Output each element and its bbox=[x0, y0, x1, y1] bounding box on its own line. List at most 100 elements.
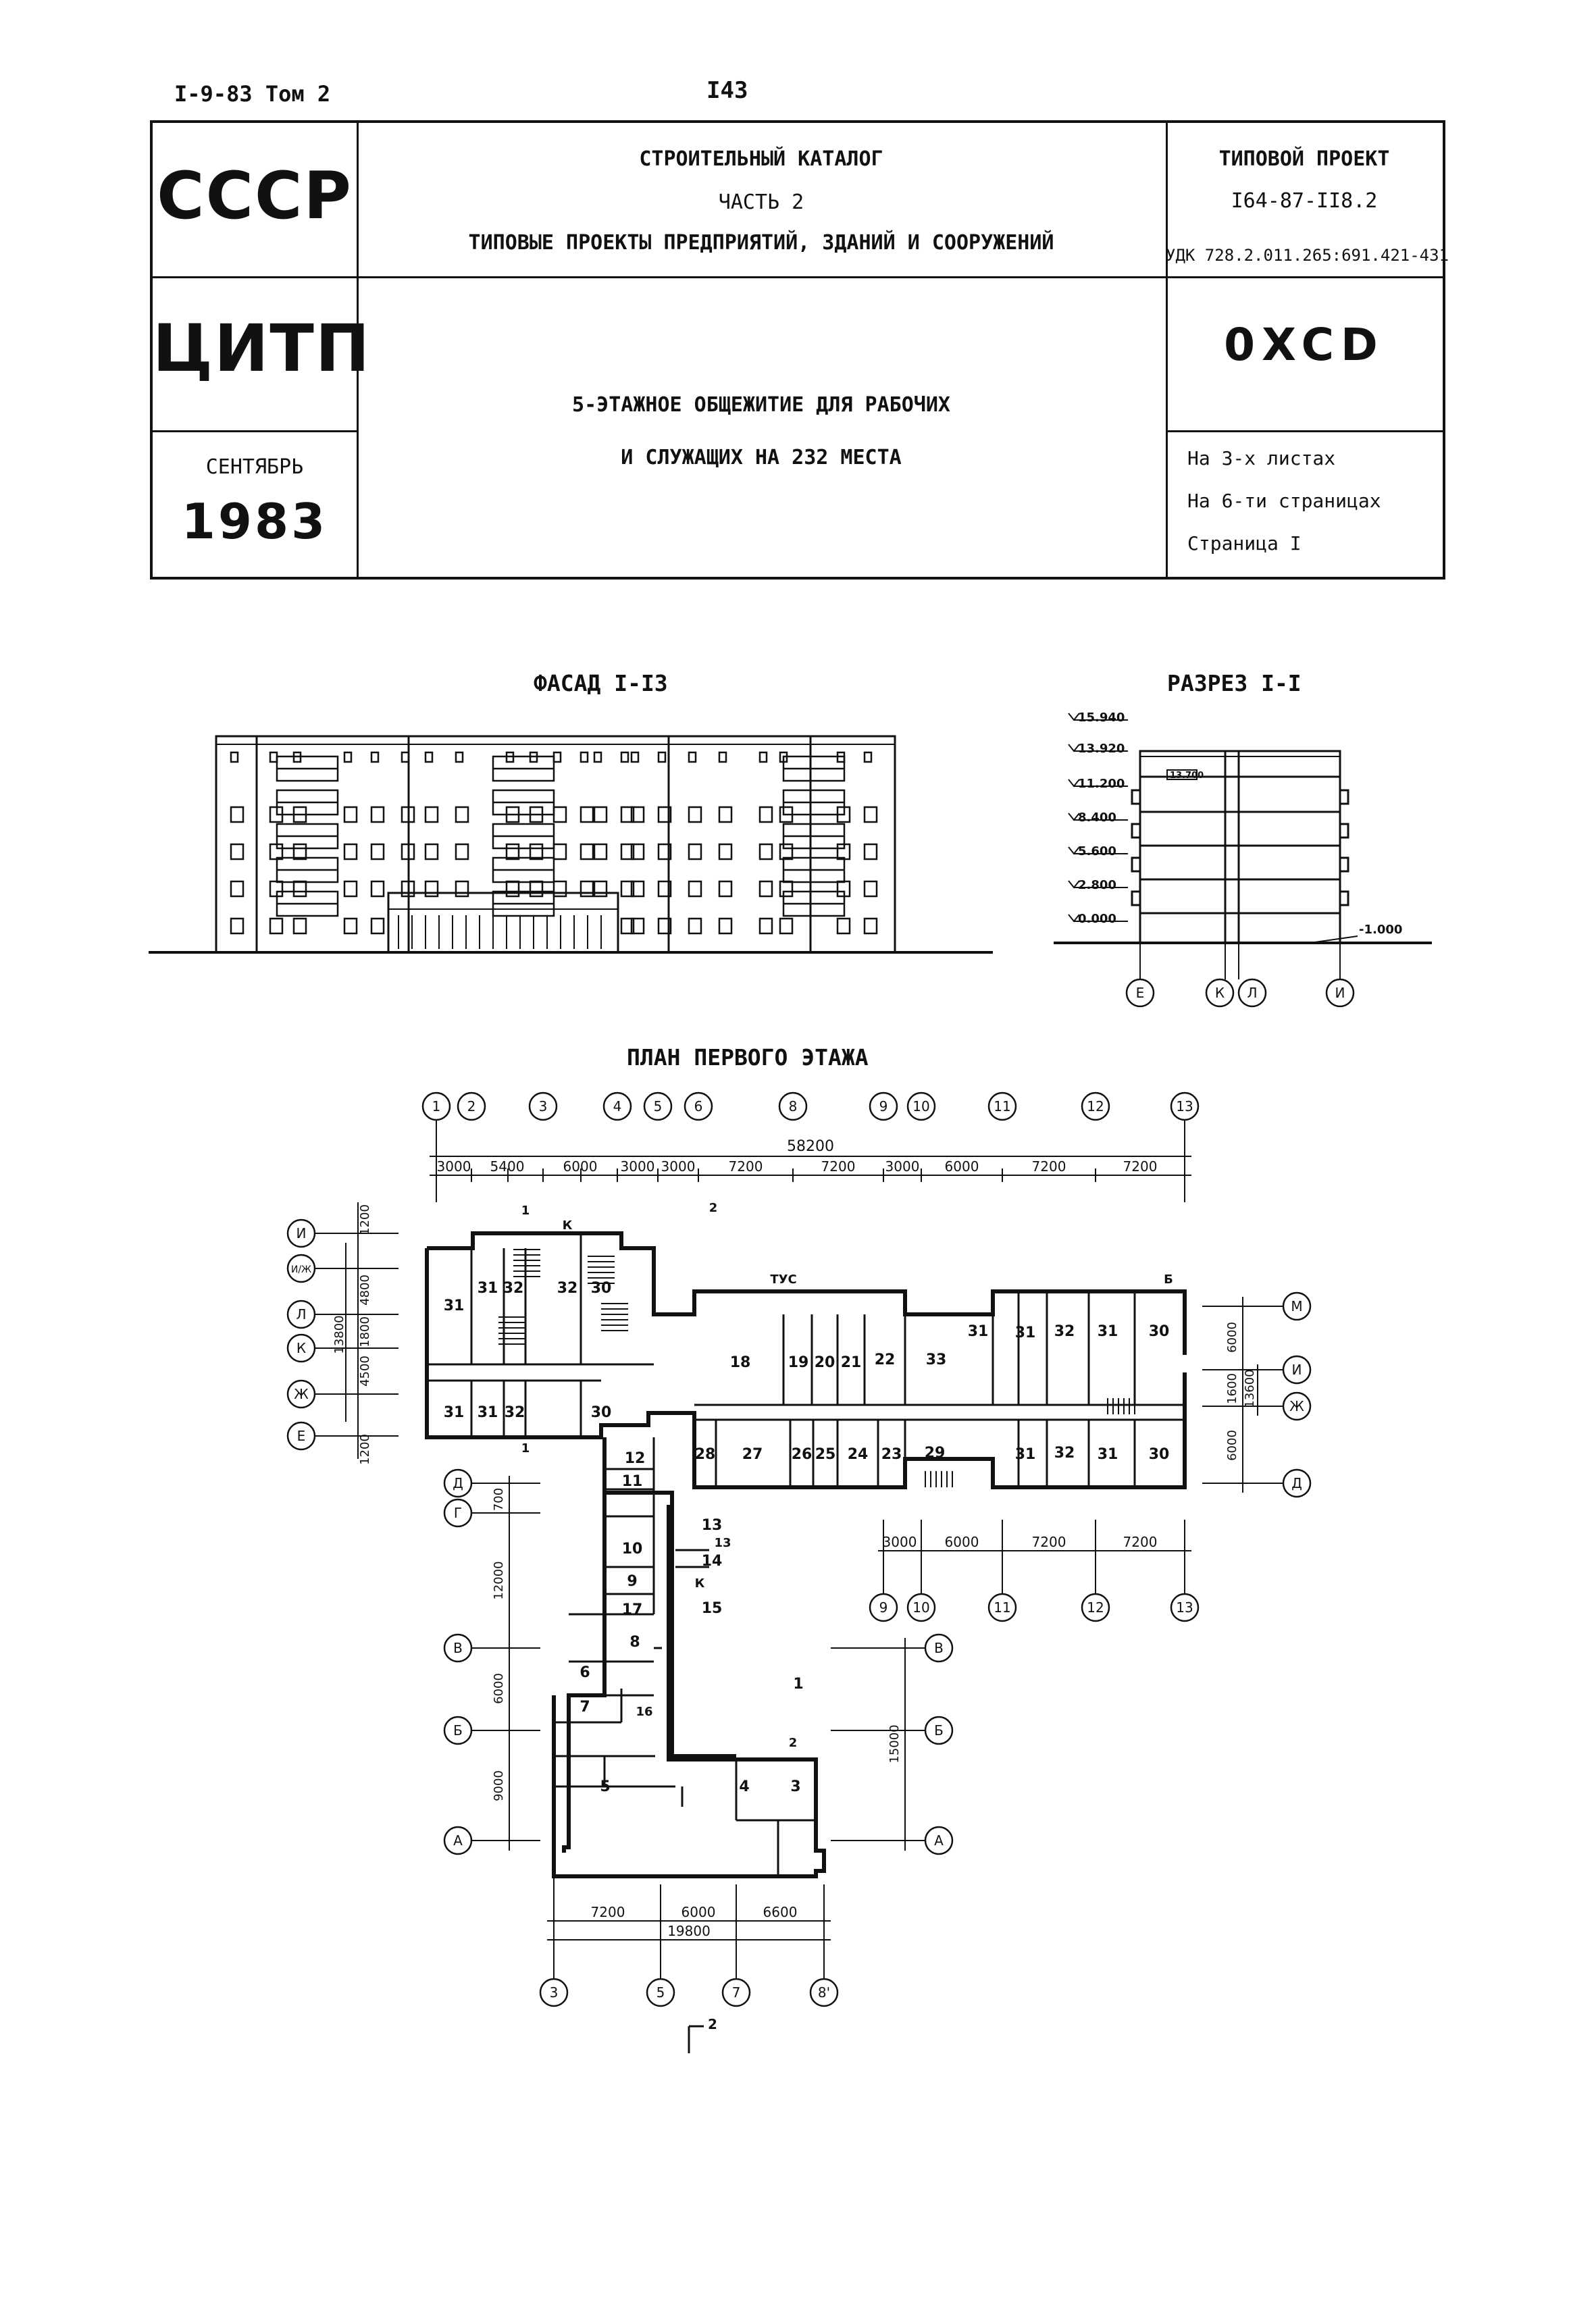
facade-window bbox=[343, 751, 353, 763]
facade-window bbox=[529, 843, 544, 860]
axis-label: И bbox=[1335, 985, 1345, 1001]
series-reference: I-9-83 Том 2 bbox=[174, 81, 331, 107]
dimension-label: 15000 bbox=[887, 1724, 902, 1763]
facade-window bbox=[688, 806, 702, 823]
facade-window bbox=[401, 806, 415, 823]
facade-window bbox=[657, 751, 667, 763]
dimension-label: 4500 bbox=[358, 1356, 372, 1387]
page-index: Страница I bbox=[1187, 532, 1302, 555]
facade-window bbox=[505, 843, 520, 860]
dimension-label: 6000 bbox=[563, 1158, 598, 1175]
room-number: 5 bbox=[600, 1778, 610, 1795]
axis-label: 9 bbox=[879, 1098, 888, 1114]
axis-label: Ж bbox=[294, 1386, 309, 1402]
facade-window bbox=[630, 917, 645, 935]
dimension-label: 7200 bbox=[1032, 1534, 1066, 1550]
facade-window bbox=[657, 806, 672, 823]
title-block: СССР ЦИТП СЕНТЯБРЬ 1983 СТРОИТЕЛЬНЫЙ КАТ… bbox=[150, 120, 1449, 580]
facade-window bbox=[370, 843, 385, 860]
dimension-label: 700 bbox=[492, 1488, 506, 1511]
facade-window bbox=[718, 806, 733, 823]
room-number: 25 bbox=[815, 1446, 836, 1463]
dimension-label: 7200 bbox=[821, 1158, 856, 1175]
elevation-arrow bbox=[1068, 846, 1080, 855]
room-number: 32 bbox=[557, 1280, 578, 1297]
axis-label: К bbox=[1215, 985, 1225, 1001]
publisher-label: ЦИТП bbox=[153, 311, 371, 386]
axis-label: Е bbox=[1136, 985, 1145, 1001]
room-number: 7 bbox=[580, 1699, 590, 1716]
dimension-label: 6000 bbox=[1225, 1430, 1239, 1461]
facade-window bbox=[424, 751, 434, 763]
cut-mark: 1 bbox=[521, 1441, 530, 1456]
room-number: 30 bbox=[591, 1404, 612, 1421]
room-number: 31 bbox=[1015, 1446, 1036, 1463]
axis-label: 3 bbox=[550, 1984, 559, 2001]
dimension-label: 13800 bbox=[332, 1315, 346, 1354]
axis-label: 5 bbox=[654, 1098, 663, 1114]
facade-window bbox=[230, 917, 244, 935]
date-year: 1983 bbox=[181, 493, 328, 550]
room-number: 31 bbox=[478, 1280, 498, 1297]
document-title-line2: И СЛУЖАЩИХ НА 232 МЕСТА bbox=[621, 446, 902, 469]
room-number: 33 bbox=[926, 1352, 947, 1368]
room-number: 24 bbox=[848, 1446, 869, 1463]
cut-mark: 2 bbox=[708, 2016, 717, 2032]
room-number: 14 bbox=[702, 1553, 723, 1570]
room-number: 12 bbox=[625, 1450, 646, 1467]
dimension-label: 12000 bbox=[492, 1561, 506, 1599]
facade-window bbox=[401, 880, 415, 898]
facade-window bbox=[455, 843, 469, 860]
room-number: 31 bbox=[478, 1404, 498, 1421]
facade-window bbox=[552, 843, 567, 860]
axis-label: 4 bbox=[613, 1098, 622, 1114]
room-number: 10 bbox=[622, 1541, 643, 1558]
catalog-subtitle: ТИПОВЫЕ ПРОЕКТЫ ПРЕДПРИЯТИЙ, ЗДАНИЙ И СО… bbox=[468, 231, 1054, 255]
room-number: 32 bbox=[505, 1404, 525, 1421]
facade-window bbox=[657, 843, 672, 860]
facade-window bbox=[401, 843, 415, 860]
facade-window bbox=[424, 843, 439, 860]
room-number: 13 bbox=[702, 1517, 723, 1534]
elevation-arrow bbox=[1068, 744, 1080, 752]
room-number: 30 bbox=[1149, 1323, 1170, 1340]
dimension-label: 7200 bbox=[1032, 1158, 1066, 1175]
room-number: 15 bbox=[702, 1600, 723, 1617]
room-number: 20 bbox=[815, 1354, 835, 1371]
dimension-label: 13600 bbox=[1243, 1369, 1257, 1408]
axis-label: 11 bbox=[994, 1599, 1010, 1616]
room-number: 30 bbox=[1149, 1446, 1170, 1463]
facade-window bbox=[580, 806, 594, 823]
room-number: 23 bbox=[881, 1446, 902, 1463]
facade-window bbox=[343, 843, 358, 860]
facade-window bbox=[688, 843, 702, 860]
axis-label: А bbox=[934, 1832, 944, 1849]
room-number: 6 bbox=[580, 1664, 590, 1681]
axis-label: 12 bbox=[1087, 1599, 1104, 1616]
facade-window bbox=[718, 917, 733, 935]
facade-window bbox=[505, 880, 520, 898]
dimension-label: 9000 bbox=[492, 1770, 506, 1801]
entry-mark: Б bbox=[1164, 1272, 1173, 1287]
facade-window bbox=[620, 751, 629, 763]
dimension-label: 19800 bbox=[667, 1923, 711, 1939]
facade-window bbox=[552, 751, 562, 763]
room-number: 31 bbox=[1015, 1325, 1036, 1341]
facade-window bbox=[630, 843, 645, 860]
facade-window bbox=[688, 751, 697, 763]
facade-window bbox=[863, 843, 878, 860]
elevation-arrow bbox=[1068, 779, 1080, 788]
dimension-label: 3000 bbox=[661, 1158, 696, 1175]
axis-label: М bbox=[1291, 1298, 1302, 1314]
facade-window bbox=[269, 917, 284, 935]
facade-window bbox=[424, 806, 439, 823]
facade-window bbox=[593, 880, 608, 898]
facade-window bbox=[630, 751, 640, 763]
plan-caption: ПЛАН ПЕРВОГО ЭТАЖА bbox=[627, 1044, 869, 1071]
room-number: 31 bbox=[1098, 1323, 1118, 1340]
sheet-count: На 3-х листах bbox=[1187, 447, 1336, 469]
facade-window bbox=[593, 806, 608, 823]
facade-window bbox=[863, 917, 878, 935]
section-drawing: 15.940 13.920 11.200 8.400 5.600 2.800 0… bbox=[1054, 711, 1432, 1008]
dimension-label: 3000 bbox=[621, 1158, 655, 1175]
